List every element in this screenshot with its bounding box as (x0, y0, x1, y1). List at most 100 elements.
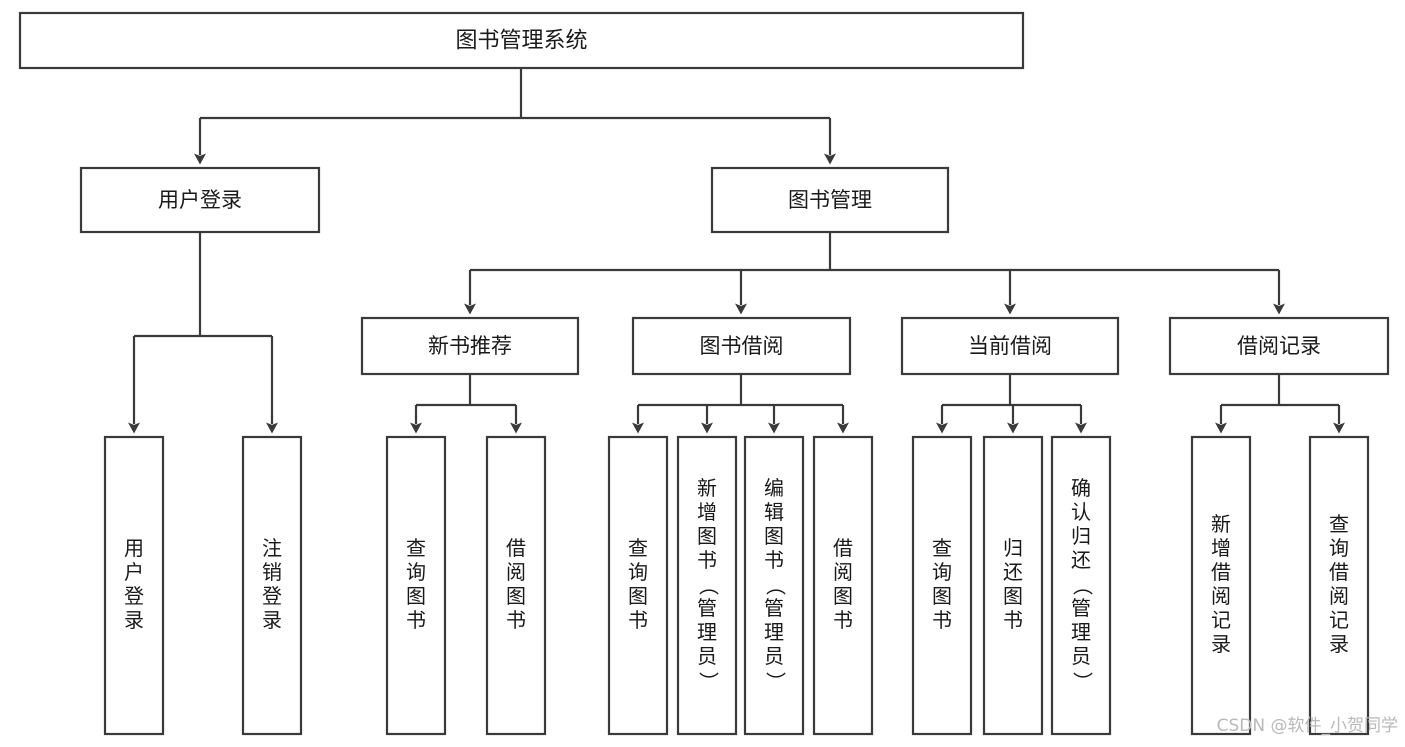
label-char: 员 (697, 644, 717, 668)
node-box (676, 435, 738, 736)
label-char: 书 (833, 608, 853, 632)
label-char: 图 (932, 584, 952, 608)
node-borrow-record[interactable]: 借阅记录 (1168, 316, 1390, 376)
node-current-borrow[interactable]: 当前借阅 (900, 316, 1120, 376)
label-char: 查 (932, 536, 952, 560)
node-new-book-rec[interactable]: 新书推荐 (360, 316, 580, 376)
node-box (710, 166, 950, 234)
connector-user-login (128, 232, 278, 434)
csdn-watermark: CSDN @软件_小贺同学 (1217, 716, 1398, 736)
label-char: 管 (764, 596, 784, 620)
label-char: 理 (1071, 620, 1091, 644)
node-book-manage[interactable]: 图书管理 (710, 166, 950, 234)
label-char: （ (1071, 576, 1095, 596)
node-book-borrow[interactable]: 图书借阅 (631, 316, 852, 376)
label-char: 阅 (833, 560, 853, 584)
label-char: 查 (406, 536, 426, 560)
label-char: 录 (262, 608, 282, 632)
node-box (103, 435, 165, 736)
label-char: 录 (1211, 632, 1231, 656)
label-char: 书 (932, 608, 952, 632)
label-char: 新 (697, 476, 717, 500)
node-box (1168, 316, 1390, 376)
label-char: 认 (1071, 500, 1091, 524)
label-char: 还 (1003, 560, 1023, 584)
label-char: 询 (628, 560, 648, 584)
label-char: 管 (697, 596, 717, 620)
node-box (385, 435, 447, 736)
label-char: 销 (262, 560, 282, 584)
node-box (911, 435, 973, 736)
label-char: 归 (1003, 536, 1023, 560)
connector-root (194, 68, 836, 165)
label-char: 户 (124, 560, 144, 584)
node-box (1050, 435, 1112, 736)
node-user-login[interactable]: 用户登录 (79, 166, 321, 234)
label-char: 阅 (1211, 584, 1231, 608)
node-label: 图书借阅 (700, 334, 784, 358)
label-char: 理 (697, 620, 717, 644)
label-char: 注 (262, 536, 282, 560)
label-char: 图 (697, 524, 717, 548)
label-char: 借 (1211, 560, 1231, 584)
label-char: 书 (406, 608, 426, 632)
label-char: ） (1071, 672, 1095, 692)
connector-book-borrow (632, 374, 849, 434)
label-char: 查 (1329, 512, 1349, 536)
label-char: 图 (406, 584, 426, 608)
node-leaf-user-login[interactable]: 用户登录 (103, 435, 165, 736)
label-char: 借 (833, 536, 853, 560)
node-box (1308, 435, 1370, 736)
label-char: 借 (506, 536, 526, 560)
node-box (900, 316, 1120, 376)
label-char: （ (764, 576, 788, 596)
node-box (812, 435, 874, 736)
label-char: 图 (628, 584, 648, 608)
label-char: ） (697, 672, 721, 692)
node-box (485, 435, 547, 736)
label-char: 询 (406, 560, 426, 584)
label-char: 登 (124, 584, 144, 608)
label-char: 书 (764, 548, 784, 572)
label-char: 阅 (1329, 584, 1349, 608)
connector-borrow-record (1215, 374, 1345, 434)
node-label: 当前借阅 (968, 334, 1052, 358)
node-root[interactable]: 图书管理系统 (18, 11, 1025, 70)
label-char: 员 (1071, 644, 1091, 668)
node-box (79, 166, 321, 234)
node-label: 借阅记录 (1237, 334, 1321, 358)
label-char: 增 (697, 500, 717, 524)
label-char: 书 (1003, 608, 1023, 632)
node-label: 图书管理系统 (455, 29, 587, 54)
node-box (241, 435, 303, 736)
label-char: 归 (1071, 524, 1091, 548)
label-char: 图 (764, 524, 784, 548)
label-char: 图 (506, 584, 526, 608)
connector-book-manage (464, 232, 1285, 315)
node-box (18, 11, 1025, 70)
connector-current-borrow (936, 374, 1087, 434)
